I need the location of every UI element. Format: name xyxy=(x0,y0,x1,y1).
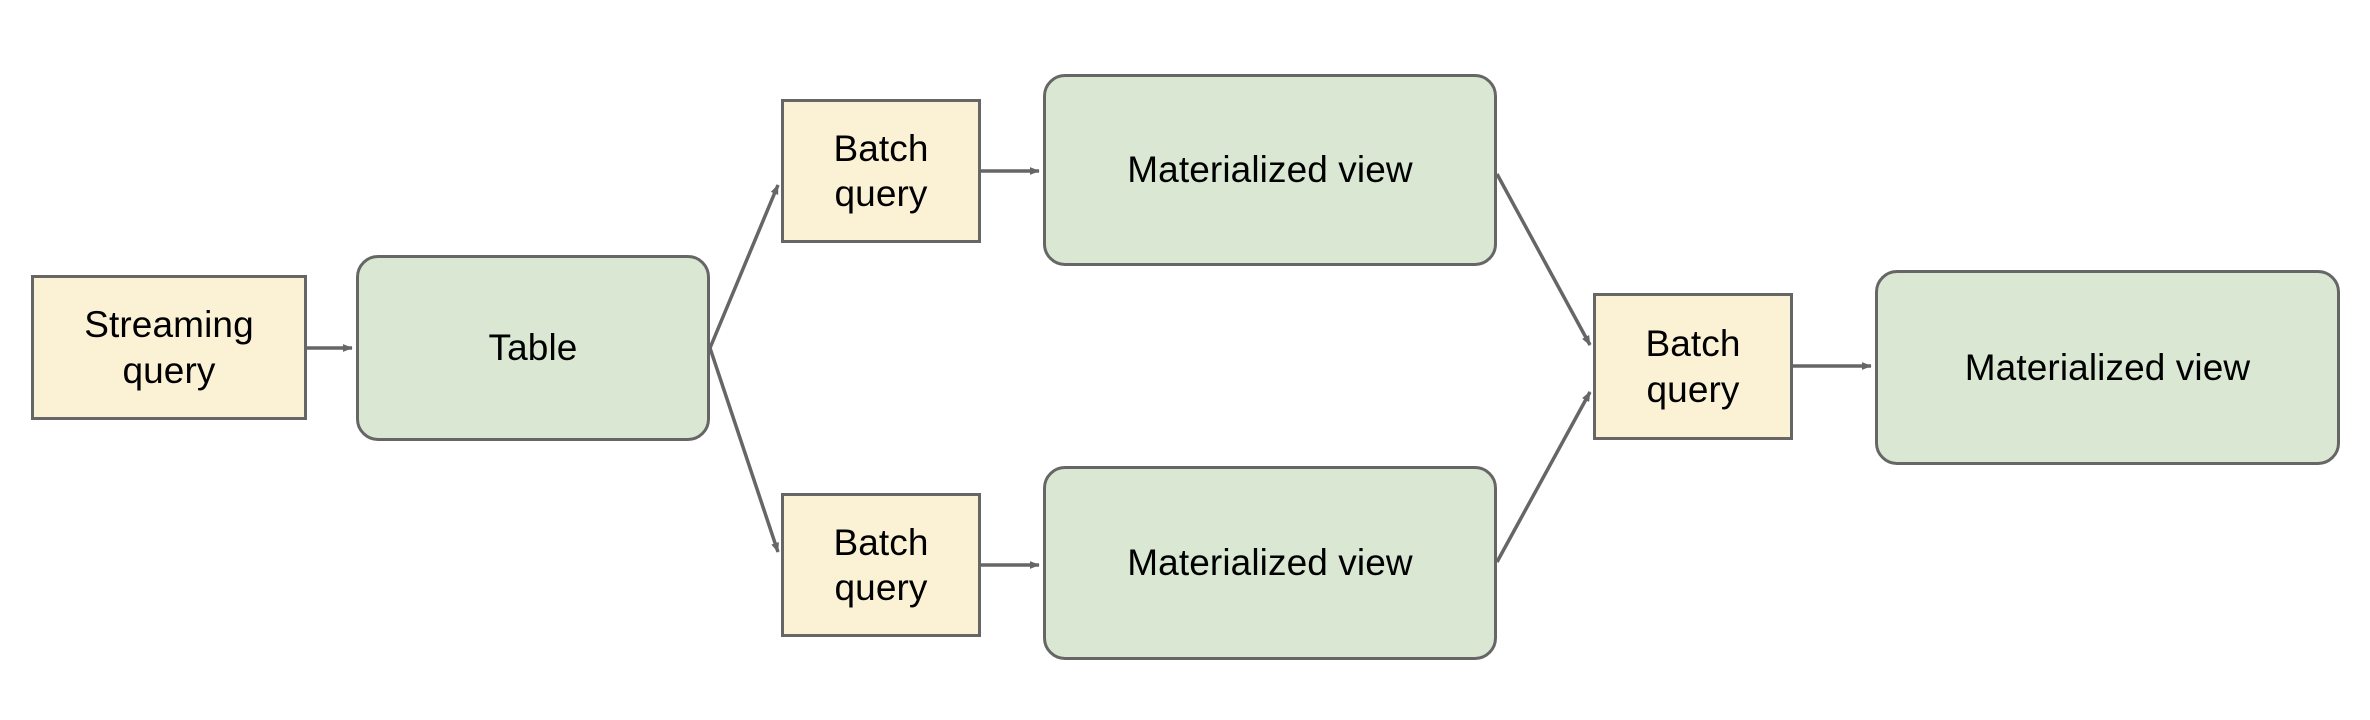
node-materialized-view-top-label: Materialized view xyxy=(1127,149,1413,191)
node-batch-query-merge[interactable]: Batch query xyxy=(1593,293,1793,440)
node-batch-query-top[interactable]: Batch query xyxy=(781,99,981,243)
node-streaming-query[interactable]: Streaming query xyxy=(31,275,307,420)
node-materialized-view-final-label: Materialized view xyxy=(1964,346,2251,388)
node-batch-query-top-label: Batch query xyxy=(833,127,929,214)
node-materialized-view-final[interactable]: Materialized view xyxy=(1875,270,2340,465)
node-table[interactable]: Table xyxy=(356,255,710,441)
edge-table-to-batch-query-top xyxy=(708,184,780,349)
node-materialized-view-bottom-label: Materialized view xyxy=(1127,542,1413,584)
node-table-label: Table xyxy=(488,327,578,369)
node-materialized-view-bottom[interactable]: Materialized view xyxy=(1043,466,1497,660)
node-batch-query-bottom-label: Batch query xyxy=(833,521,929,608)
edge-materialized-view-top-to-batch-query-merge xyxy=(1495,173,1592,346)
node-materialized-view-top[interactable]: Materialized view xyxy=(1043,74,1497,266)
node-batch-query-bottom[interactable]: Batch query xyxy=(781,493,981,637)
edge-table-to-batch-query-bottom xyxy=(708,347,780,553)
node-batch-query-merge-label: Batch query xyxy=(1645,323,1741,410)
node-streaming-query-label: Streaming query xyxy=(84,304,254,391)
edge-materialized-view-bottom-to-batch-query-merge xyxy=(1495,391,1592,563)
